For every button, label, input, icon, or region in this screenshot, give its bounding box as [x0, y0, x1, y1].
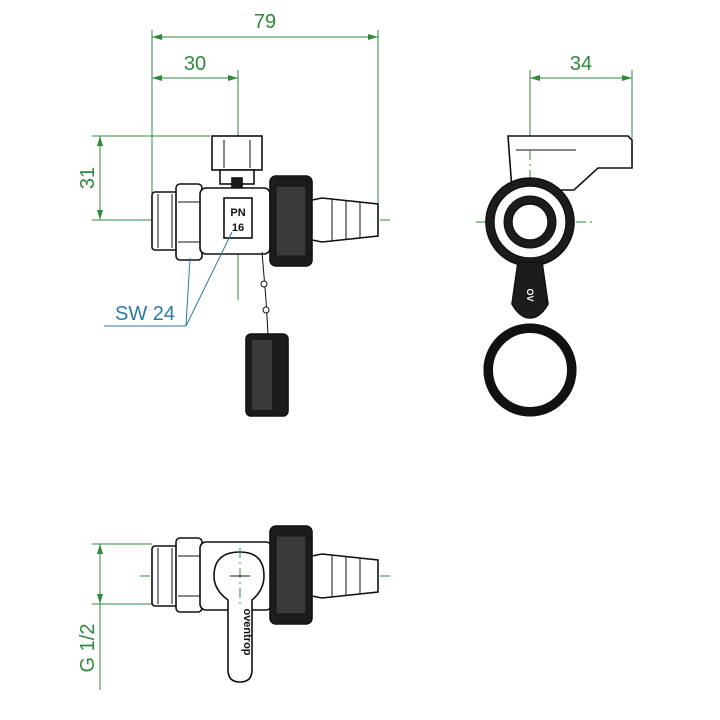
wrench-size-label: SW 24 [115, 303, 175, 325]
thread-size-label: G 1/2 [77, 624, 99, 673]
callout-sw24: SW 24 [104, 231, 233, 327]
dim-79: 79 [151, 11, 379, 225]
dim-34-label: 34 [570, 53, 592, 75]
front-view: 79 30 31 [77, 11, 392, 417]
top-view: G 1/2 oventrop [77, 525, 392, 690]
dim-30: 30 [152, 53, 239, 300]
dim-30-label: 30 [184, 53, 206, 75]
pressure-marking-pn: PN [230, 207, 245, 219]
dim-79-label: 79 [254, 11, 276, 33]
cap-logo: OV [525, 288, 535, 301]
side-view: 34 OV [476, 53, 633, 417]
pressure-marking-16: 16 [232, 222, 244, 234]
dim-g12: G 1/2 [77, 543, 152, 690]
dim-31-label: 31 [77, 167, 99, 189]
brand-marking: oventrop [241, 608, 253, 655]
dim-31: 31 [77, 135, 210, 221]
